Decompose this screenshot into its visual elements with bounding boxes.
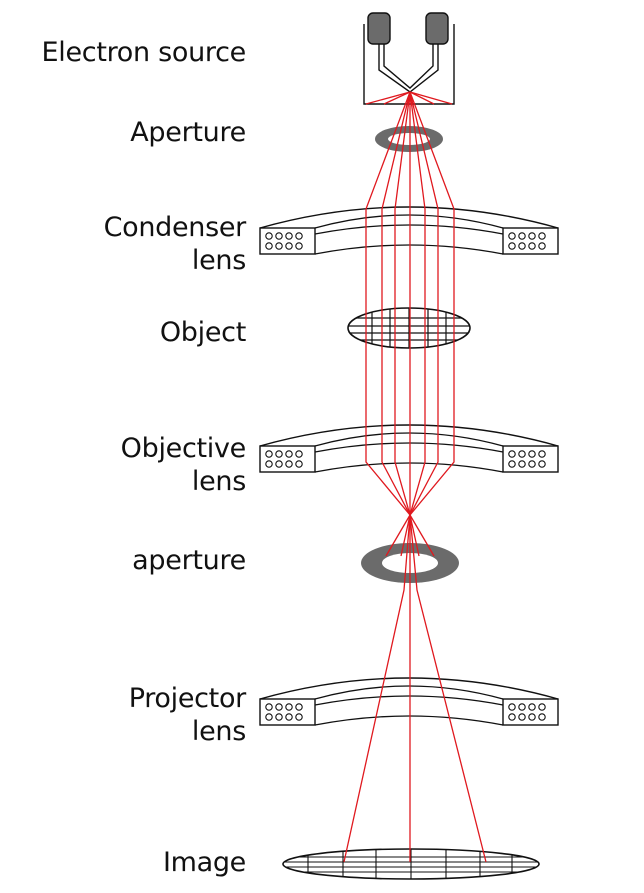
coil-winding xyxy=(518,232,526,240)
coil-winding xyxy=(538,703,546,711)
coil-winding xyxy=(518,460,526,468)
coil-winding xyxy=(538,242,546,250)
coil-winding xyxy=(275,713,283,721)
coil-winding xyxy=(265,232,273,240)
coil-winding xyxy=(275,450,283,458)
coil-winding xyxy=(528,703,536,711)
coil-winding xyxy=(508,450,516,458)
label-electron-source: Electron source xyxy=(41,37,247,68)
condenser-lens xyxy=(259,206,559,255)
label-projector-lens: Projector lens xyxy=(128,683,247,747)
coil-winding xyxy=(508,232,516,240)
coil-winding xyxy=(275,232,283,240)
objective-lens xyxy=(259,424,559,473)
coil-winding xyxy=(518,242,526,250)
coil-winding xyxy=(265,460,273,468)
coil-winding xyxy=(285,242,293,250)
coil-winding xyxy=(538,450,546,458)
coil-winding xyxy=(285,460,293,468)
coil-winding xyxy=(538,232,546,240)
coil-winding xyxy=(265,450,273,458)
image-plane xyxy=(282,848,540,880)
coil-winding xyxy=(265,713,273,721)
coil-winding xyxy=(508,460,516,468)
coil-winding xyxy=(285,713,293,721)
coil-winding xyxy=(538,460,546,468)
coil-winding xyxy=(275,460,283,468)
electron-source xyxy=(363,12,455,105)
coil-winding xyxy=(285,232,293,240)
coil-winding xyxy=(295,703,303,711)
aperture-top xyxy=(375,126,443,152)
label-object: Object xyxy=(159,317,246,348)
coil-winding xyxy=(275,242,283,250)
coil-winding xyxy=(295,713,303,721)
coil-winding xyxy=(528,713,536,721)
label-condenser-lens: Condenser lens xyxy=(103,212,247,276)
coil-winding xyxy=(528,460,536,468)
electron-rays xyxy=(343,91,487,863)
label-objective-lens: Objective lens xyxy=(120,433,247,497)
coil-winding xyxy=(508,703,516,711)
coil-winding xyxy=(295,242,303,250)
label-aperture-top: Aperture xyxy=(130,117,246,148)
label-aperture-bottom: aperture xyxy=(132,545,246,576)
coil-winding xyxy=(265,242,273,250)
coil-winding xyxy=(528,242,536,250)
coil-winding xyxy=(265,703,273,711)
coil-winding xyxy=(518,713,526,721)
coil-winding xyxy=(295,450,303,458)
coil-winding xyxy=(508,713,516,721)
coil-winding xyxy=(285,450,293,458)
coil-winding xyxy=(295,232,303,240)
object-specimen xyxy=(347,307,471,349)
coil-winding xyxy=(285,703,293,711)
coil-winding xyxy=(528,232,536,240)
label-image: Image xyxy=(162,847,246,878)
coil-winding xyxy=(528,450,536,458)
coil-winding xyxy=(538,713,546,721)
coil-winding xyxy=(518,703,526,711)
coil-winding xyxy=(508,242,516,250)
coil-winding xyxy=(295,460,303,468)
projector-lens xyxy=(259,677,559,726)
filament-right xyxy=(425,12,449,45)
coil-winding xyxy=(518,450,526,458)
filament-left xyxy=(367,12,391,45)
coil-winding xyxy=(275,703,283,711)
